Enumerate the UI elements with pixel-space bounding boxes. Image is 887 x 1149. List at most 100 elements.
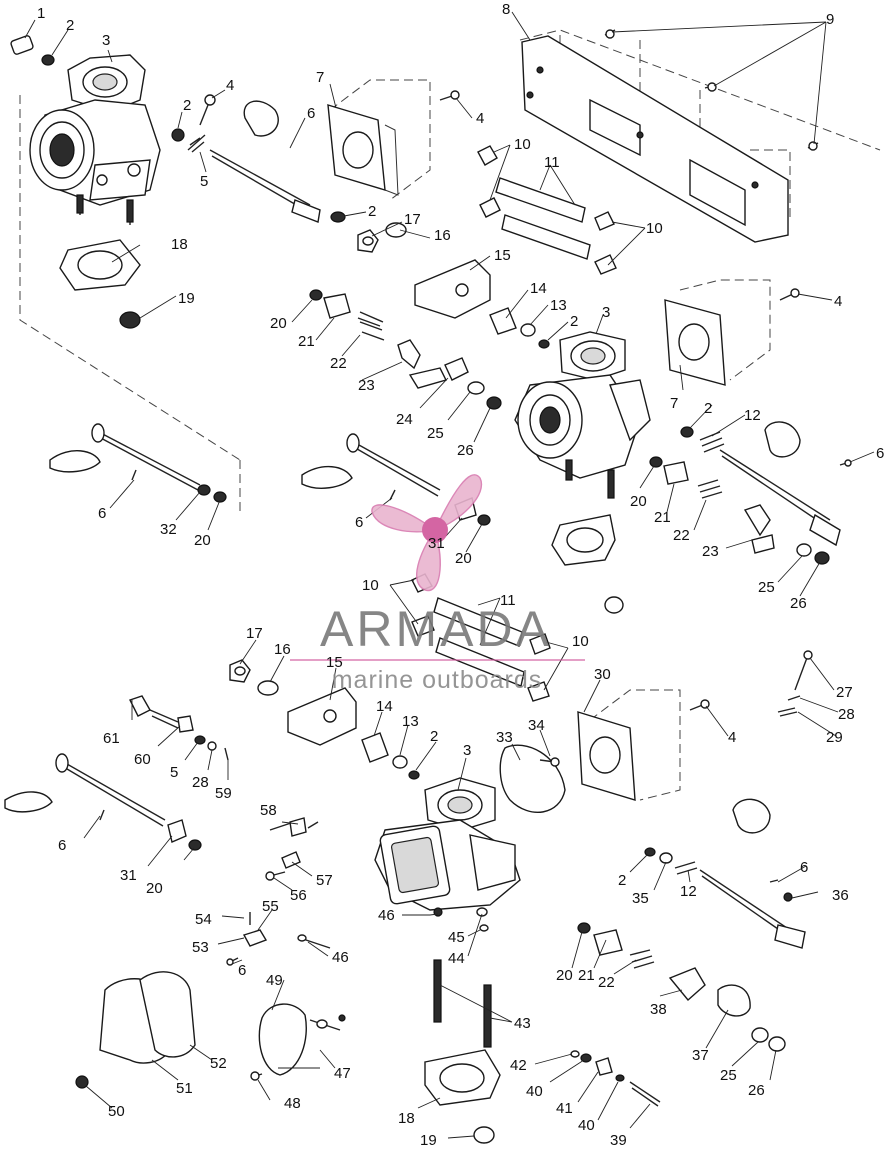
armada-watermark: ARMADA marine outboards — [290, 474, 585, 694]
throttle-bracket-15-top — [385, 222, 491, 319]
watermark-title: ARMADA — [320, 601, 552, 657]
callout: 61 — [103, 730, 120, 747]
callout: 4 — [476, 110, 484, 127]
callout: 2 — [430, 728, 438, 745]
callout: 25 — [427, 425, 444, 442]
callout: 20 — [455, 550, 472, 567]
watermark-subtitle: marine outboards — [332, 666, 543, 694]
throttle-shaft-top — [209, 100, 321, 223]
shaft-6-left-mid — [49, 423, 227, 503]
clips-hoses-mid — [411, 573, 551, 702]
nut-17-mid — [229, 659, 251, 683]
callout: 2 — [183, 97, 191, 114]
callout: 12 — [680, 883, 697, 900]
callout: 21 — [578, 967, 595, 984]
callout: 53 — [192, 939, 209, 956]
linkage-20-24-top — [309, 289, 502, 410]
callout: 19 — [178, 290, 195, 307]
callout: 28 — [192, 774, 209, 791]
callout: 6 — [355, 514, 363, 531]
callout: 7 — [670, 395, 678, 412]
callout: 47 — [334, 1065, 351, 1082]
jet-60-61 — [129, 695, 229, 761]
callout: 6 — [238, 962, 246, 979]
shaft-right-6 — [719, 421, 852, 547]
callout: 40 — [526, 1083, 543, 1100]
carburetor-body-bottom — [374, 777, 521, 917]
plug-1 — [10, 35, 34, 55]
screws-27-29 — [777, 650, 813, 717]
gasket-18-bottom — [424, 1049, 501, 1106]
callout: 24 — [396, 411, 413, 428]
callout: 26 — [790, 595, 807, 612]
callout: 10 — [362, 577, 379, 594]
callout: 26 — [457, 442, 474, 459]
plate-7-top — [327, 104, 399, 196]
callout: 46 — [378, 907, 395, 924]
callout: 49 — [266, 972, 283, 989]
screw-4-low — [689, 699, 710, 711]
callout: 22 — [673, 527, 690, 544]
callout: 14 — [376, 698, 393, 715]
callout: 39 — [610, 1132, 627, 1149]
callout: 43 — [514, 1015, 531, 1032]
callout: 20 — [556, 967, 573, 984]
callout: 20 — [146, 880, 163, 897]
callout: 6 — [876, 445, 884, 462]
callout: 38 — [650, 1001, 667, 1018]
callout: 44 — [448, 950, 465, 967]
callout: 20 — [630, 493, 647, 510]
nut-19-top — [119, 311, 141, 329]
callout: 26 — [748, 1082, 765, 1099]
small-parts-44-46 — [297, 907, 489, 949]
callout: 22 — [330, 355, 347, 372]
callout: 35 — [632, 890, 649, 907]
callout: 59 — [215, 785, 232, 802]
gasket-33-screw-34 — [499, 744, 566, 814]
callout: 16 — [434, 227, 451, 244]
spring-12-right — [680, 426, 725, 453]
callout: 4 — [834, 293, 842, 310]
callout: 21 — [654, 509, 671, 526]
screw-4-right — [779, 288, 800, 301]
callout: 21 — [298, 333, 315, 350]
sleeve-14-top — [489, 307, 517, 335]
callout: 28 — [838, 706, 855, 723]
callout: 27 — [836, 684, 853, 701]
callout: 57 — [316, 872, 333, 889]
nut-center — [604, 596, 624, 614]
callout: 46 — [332, 949, 349, 966]
callout: 54 — [195, 911, 212, 928]
callout: 58 — [260, 802, 277, 819]
callout: 60 — [134, 751, 151, 768]
callout: 18 — [171, 236, 188, 253]
carburetor-body-top-left — [29, 54, 161, 225]
callout: 7 — [316, 69, 324, 86]
callout: 5 — [200, 173, 208, 190]
callout: 52 — [210, 1055, 227, 1072]
screw-4-top-left — [199, 94, 216, 126]
callout: 51 — [176, 1080, 193, 1097]
callout: 9 — [826, 11, 834, 28]
callout: 42 — [510, 1057, 527, 1074]
callout: 4 — [728, 729, 736, 746]
callout: 40 — [578, 1117, 595, 1134]
callout: 16 — [274, 641, 291, 658]
callout: 17 — [404, 211, 421, 228]
propeller-logo-icon — [371, 474, 483, 592]
callout: 14 — [530, 280, 547, 297]
gasket-center — [551, 514, 616, 566]
shaft-6-lower-left — [4, 753, 202, 851]
callout: 2 — [66, 17, 74, 34]
choke-parts-53-58 — [226, 817, 319, 966]
clips-hoses-top — [477, 145, 617, 275]
callout: 29 — [826, 729, 843, 746]
callout: 41 — [556, 1100, 573, 1117]
callout: 3 — [602, 304, 610, 321]
callout: 11 — [500, 592, 516, 609]
callout: 11 — [544, 154, 560, 171]
callout: 32 — [160, 521, 177, 538]
callout: 20 — [270, 315, 287, 332]
callout: 23 — [358, 377, 375, 394]
